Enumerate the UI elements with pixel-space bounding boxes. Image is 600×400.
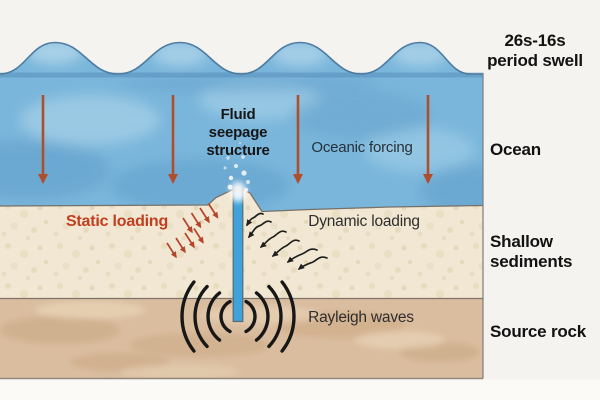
rayleigh-wave-arcs [180,280,296,353]
ocean-layer [0,41,483,216]
seepage-conduit [232,190,244,323]
ocean-label: Ocean [490,140,541,159]
static-loading-arrows [166,203,219,259]
source-rock-label: Source rock [490,322,587,341]
rock-marble-texture [0,301,480,379]
swell-period-line2: period swell [487,51,583,70]
bottom-margin-strip [0,379,600,400]
shallow-sediments-line2: sediments [490,252,573,271]
dynamic-loading-arrows [246,212,328,270]
wave-surface-outline [0,41,483,75]
static-loading-label: Static loading [65,213,169,230]
dynamic-loading-label: Dynamic loading [308,213,420,230]
fluid-seepage-line1: Fluid [220,106,256,123]
oceanic-forcing-arrows [38,95,433,184]
swell-period-label: 26s-16s period swell [475,31,595,71]
fluid-seepage-label: Fluid seepage structure [178,106,298,160]
rayleigh-waves-label: Rayleigh waves [308,309,414,326]
bubble-plume [223,141,250,202]
shallow-sediments-line1: Shallow [490,232,553,251]
swell-period-line1: 26s-16s [504,31,566,50]
waterline-band [0,72,483,78]
oceanic-forcing-label: Oceanic forcing [311,139,413,156]
fluid-seepage-line2: seepage [208,124,268,141]
fluid-seepage-line3: structure [206,142,270,159]
shallow-sediments-label: Shallow sediments [490,232,572,272]
ocean-texture [0,42,483,216]
